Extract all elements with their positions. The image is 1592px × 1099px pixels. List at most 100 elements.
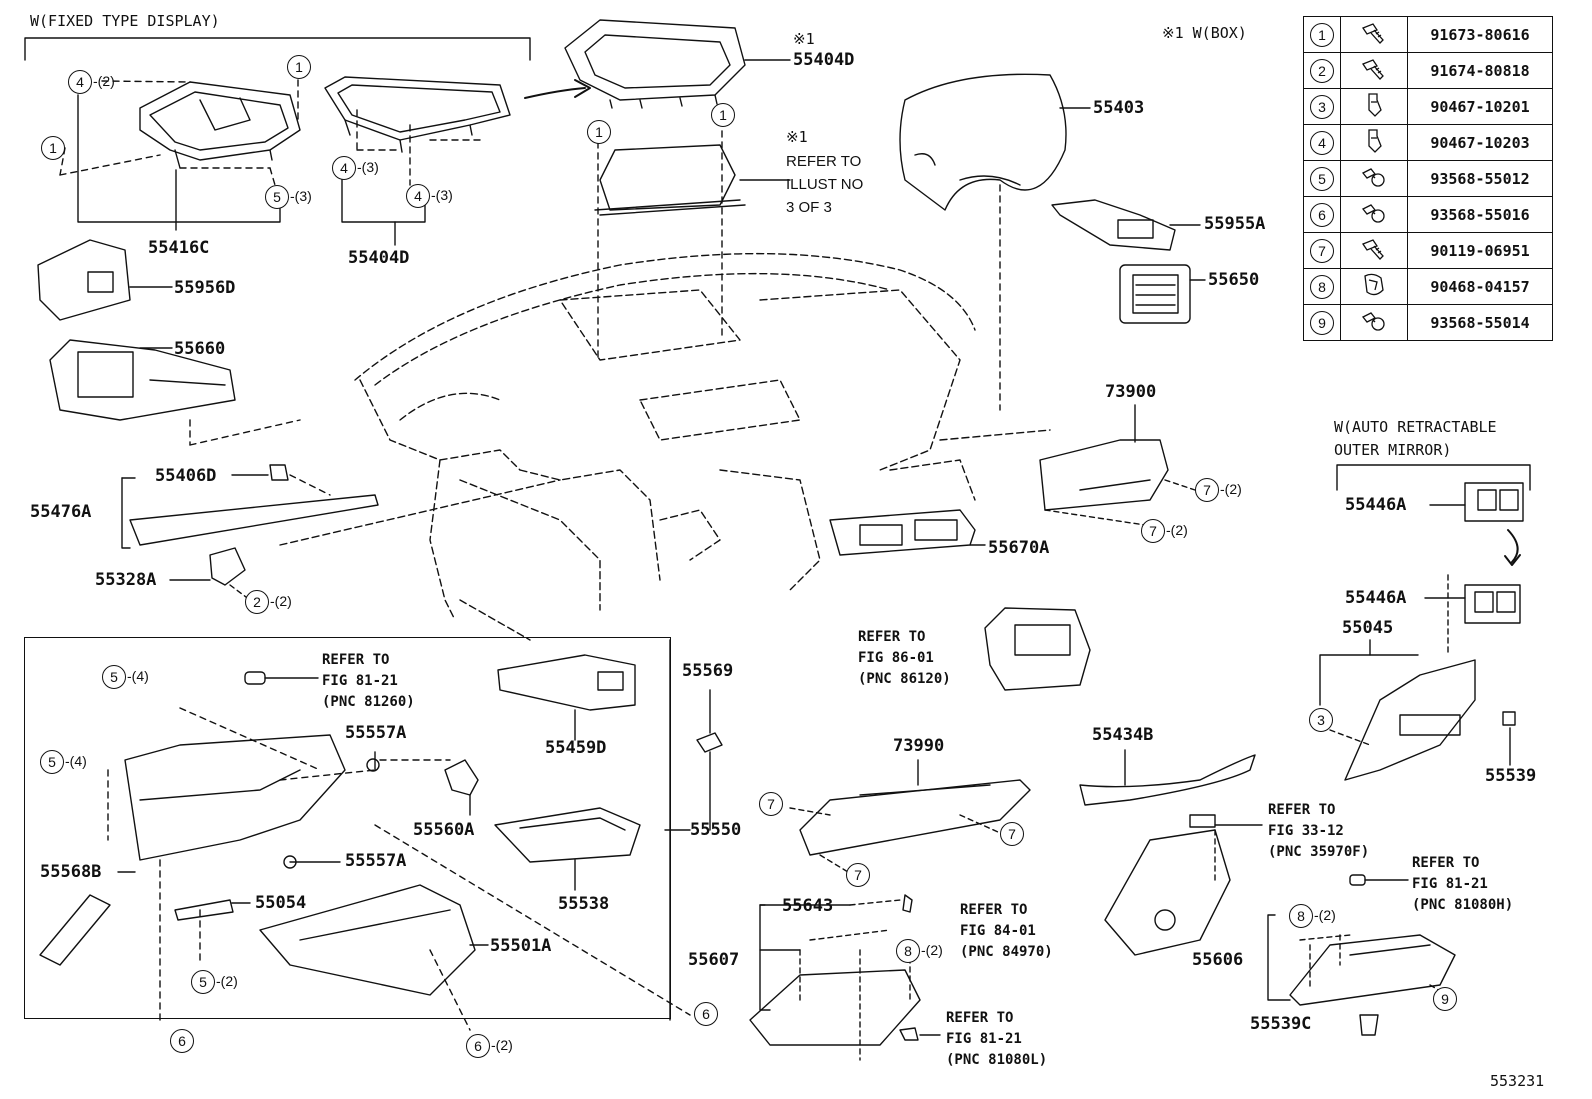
part-label-55446a-1: 55446A bbox=[1345, 495, 1407, 515]
fastener-part-number: 90467-10203 bbox=[1407, 124, 1553, 161]
panel-73900 bbox=[1039, 439, 1169, 511]
figure-id: 553231 bbox=[1490, 1072, 1545, 1090]
tray-55538 bbox=[494, 807, 641, 863]
bolt-icon bbox=[1340, 52, 1408, 89]
callout-qty: -(2) bbox=[93, 73, 115, 89]
mirror-switch-55446a bbox=[1464, 482, 1524, 624]
ref-fig81-260: REFER TO FIG 81-21 (PNC 81260) bbox=[322, 652, 415, 710]
fastener-number: 9 bbox=[1310, 310, 1334, 335]
callout-circle: 3 bbox=[1309, 708, 1333, 732]
part-label-55539c: 55539C bbox=[1250, 1014, 1312, 1034]
callout-circle: 1 bbox=[711, 103, 735, 127]
part-label-55550: 55550 bbox=[690, 820, 742, 840]
panel-55956d bbox=[37, 239, 131, 321]
fastener-number: 5 bbox=[1310, 166, 1334, 191]
fastener-number-cell: 4 bbox=[1303, 124, 1341, 161]
part-label-55956d: 55956D bbox=[174, 278, 236, 298]
instrument-panel-frame bbox=[279, 252, 1051, 641]
fastener-part-number: 93568-55014 bbox=[1407, 304, 1553, 341]
part-label-55045: 55045 bbox=[1342, 618, 1394, 638]
part-label-55416c: 55416C bbox=[148, 238, 210, 258]
part-label-55403: 55403 bbox=[1093, 98, 1145, 118]
part-label-55434b: 55434B bbox=[1092, 725, 1154, 745]
cluster-hood-55403 bbox=[899, 73, 1067, 211]
callout-circle: 6 bbox=[466, 1034, 490, 1058]
part-label-55539: 55539 bbox=[1485, 766, 1537, 786]
callout-qty: -(2) bbox=[1220, 481, 1242, 497]
clip-icon bbox=[1340, 124, 1408, 161]
callout-qty: -(2) bbox=[216, 973, 238, 989]
fastener-number: 1 bbox=[1310, 22, 1334, 47]
fastener-number: 6 bbox=[1310, 202, 1334, 227]
callout-qty: -(2) bbox=[1166, 522, 1188, 538]
callout-circle: 8 bbox=[1289, 904, 1313, 928]
fastener-row: 8 90468-04157 bbox=[1303, 268, 1553, 305]
fastener-number-cell: 8 bbox=[1303, 268, 1341, 305]
callout-circle: 1 bbox=[287, 55, 311, 79]
callout-circle: 5 bbox=[191, 970, 215, 994]
callout-circle: 8 bbox=[896, 939, 920, 963]
panel-55955a bbox=[1051, 199, 1176, 251]
callout-qty: -(2) bbox=[491, 1037, 513, 1053]
part-label-55054: 55054 bbox=[255, 893, 307, 913]
ref-airbag: REFER TO ILLUST NO 3 OF 3 bbox=[786, 153, 864, 216]
part-label-55568b: 55568B bbox=[40, 862, 102, 882]
fastener-number-cell: 3 bbox=[1303, 88, 1341, 125]
ref-fig81-080h: REFER TO FIG 81-21 (PNC 81080H) bbox=[1412, 855, 1514, 913]
audio-head-unit bbox=[984, 607, 1091, 691]
callout-qty: -(4) bbox=[127, 668, 149, 684]
trim-55568b bbox=[39, 894, 111, 966]
part-label-73900: 73900 bbox=[1105, 382, 1157, 402]
callout-circle: 7 bbox=[759, 792, 783, 816]
trim-55434b bbox=[1079, 754, 1256, 806]
fastener-number: 8 bbox=[1310, 274, 1334, 299]
callout-circle: 6 bbox=[694, 1002, 718, 1026]
fastener-row: 7 90119-06951 bbox=[1303, 232, 1553, 269]
bolt-icon bbox=[1340, 16, 1408, 53]
fastener-number-cell: 9 bbox=[1303, 304, 1341, 341]
mirror-note-2: OUTER MIRROR) bbox=[1334, 441, 1452, 459]
part-label-55404d: 55404D bbox=[348, 248, 410, 268]
mirror-note-1: W(AUTO RETRACTABLE bbox=[1334, 418, 1497, 436]
inset-frame bbox=[24, 637, 671, 1019]
callout-circle: 4 bbox=[406, 184, 430, 208]
fastener-number-cell: 2 bbox=[1303, 52, 1341, 89]
callout-circle: 1 bbox=[587, 120, 611, 144]
fastener-number-cell: 7 bbox=[1303, 232, 1341, 269]
callout-circle: 5 bbox=[265, 185, 289, 209]
part-label-55538: 55538 bbox=[558, 894, 610, 914]
part-label-55560a: 55560A bbox=[413, 820, 475, 840]
part-label-55557a-1: 55557A bbox=[345, 723, 407, 743]
lower-panel-55607 bbox=[749, 894, 921, 1046]
fastener-part-number: 90468-04157 bbox=[1407, 268, 1553, 305]
fastener-number-cell: 5 bbox=[1303, 160, 1341, 197]
callout-qty: -(3) bbox=[290, 188, 312, 204]
part-label-55650: 55650 bbox=[1208, 270, 1260, 290]
ref-fig86: REFER TO FIG 86-01 (PNC 86120) bbox=[858, 629, 951, 687]
fastener-part-number: 90119-06951 bbox=[1407, 232, 1553, 269]
lower-strip-55476a bbox=[129, 464, 379, 546]
display-bracket-55416c bbox=[139, 81, 301, 169]
screw-icon bbox=[1340, 196, 1408, 233]
screw-icon bbox=[1340, 304, 1408, 341]
ref-fig84: REFER TO FIG 84-01 (PNC 84970) bbox=[960, 902, 1053, 960]
part-label-55670a: 55670A bbox=[988, 538, 1050, 558]
part-label-55606: 55606 bbox=[1192, 950, 1244, 970]
ref-fig33: REFER TO FIG 33-12 (PNC 35970F) bbox=[1268, 802, 1370, 860]
callout-qty: -(4) bbox=[65, 753, 87, 769]
bracket-55459d bbox=[497, 654, 636, 711]
fastener-number-cell: 6 bbox=[1303, 196, 1341, 233]
callout-circle: 2 bbox=[245, 590, 269, 614]
callout-circle: 4 bbox=[68, 70, 92, 94]
display-housing-box bbox=[564, 19, 746, 109]
airbag-module bbox=[594, 144, 746, 216]
part-label-55660: 55660 bbox=[174, 339, 226, 359]
callout-circle: 9 bbox=[1433, 987, 1457, 1011]
lower-cover-55045 bbox=[1344, 659, 1476, 781]
